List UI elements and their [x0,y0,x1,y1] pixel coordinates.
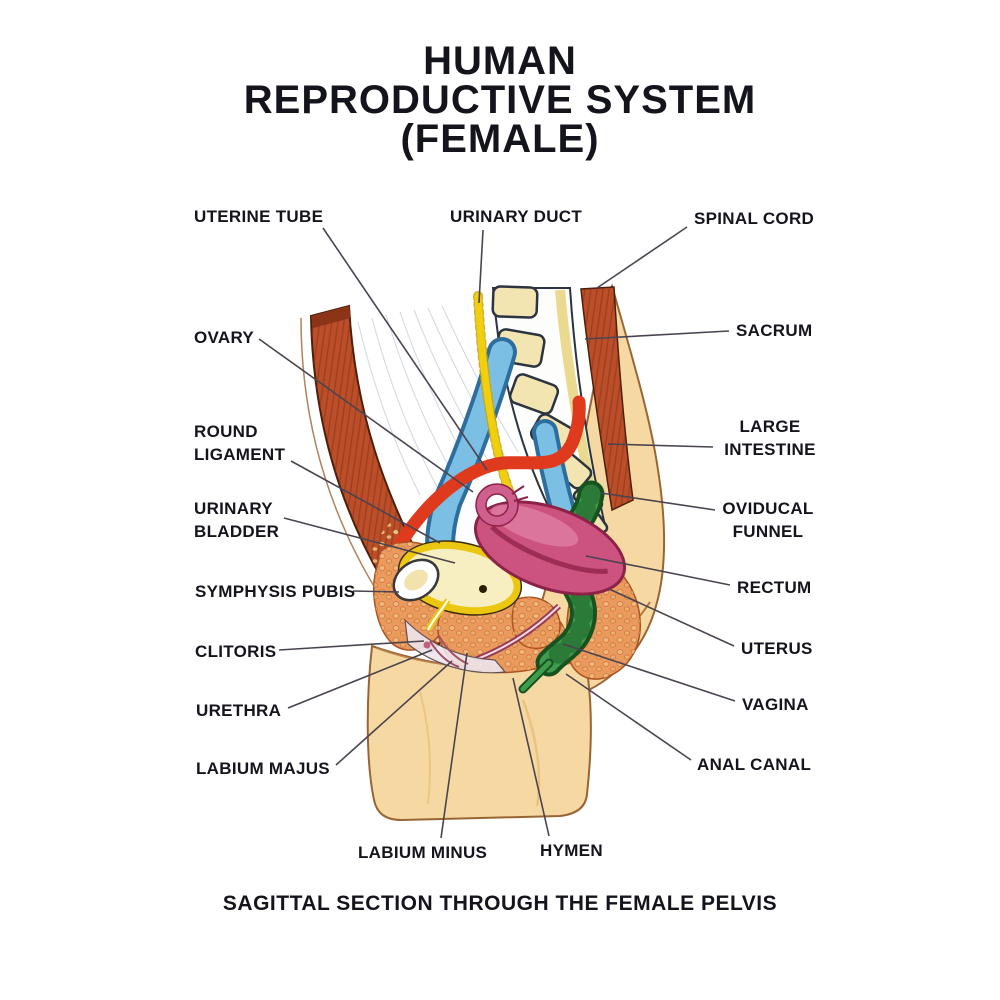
leader-uterus [608,588,735,647]
label-text: UTERUS [741,639,813,658]
leader-clitoris [278,640,425,651]
label-clitoris: CLITORIS [195,640,276,663]
label-large-intestine: LARGE INTESTINE [724,415,816,461]
thigh-shading [521,699,541,807]
label-spinal-cord: SPINAL CORD [694,207,814,230]
label-text: FUNNEL [732,522,804,541]
leader-hymen [512,677,550,837]
title-line-1: HUMAN [423,39,577,83]
label-round-ligament: ROUND LIGAMENT [194,420,285,466]
leader-lines [258,226,736,839]
label-text: CLITORIS [195,642,277,661]
leader-rectum [585,555,731,586]
caption: SAGITTAL SECTION THROUGH THE FEMALE PELV… [222,892,778,915]
label-text: LABIUM MINUS [358,843,488,862]
leader-sacrum [584,330,730,340]
spine [491,285,634,536]
label-rectum: RECTUM [737,576,812,599]
uterine-tube-loop [476,484,518,526]
label-text: SYMPHYSIS PUBIS [195,582,356,601]
label-urethra: URETHRA [196,699,281,722]
leader-oviducal-funnel [600,492,716,511]
leader-round-ligament [290,460,441,544]
label-labium-majus: LABIUM MAJUS [196,757,330,780]
clitoris-shape [423,641,431,649]
label-text: SACRUM [736,321,813,340]
fimbriae [511,485,529,502]
label-labium-minus: LABIUM MINUS [358,841,487,864]
label-text: UTERINE TUBE [194,207,324,226]
leader-labium-majus [335,660,453,766]
artery-arch [390,395,586,556]
title-line-2: REPRODUCTIVE SYSTEM [243,78,757,122]
leader-large-intestine [607,443,714,448]
vertebra [491,285,539,319]
label-text: URINARY [194,499,273,518]
leader-urinary-duct [478,229,484,304]
label-oviducal-funnel: OVIDUCAL FUNNEL [722,497,813,543]
label-text: HYMEN [540,841,603,860]
leader-ovary [258,338,474,493]
thigh-shading-2 [419,691,431,805]
label-uterine-tube: UTERINE TUBE [194,205,323,228]
leader-uterine-tube [322,227,488,471]
leader-urinary-bladder [283,517,456,564]
uterus-shape [473,483,627,596]
label-text: URETHRA [196,701,282,720]
label-text: VAGINA [742,695,809,714]
leader-vagina [562,643,736,702]
label-symphysis-pubis: SYMPHYSIS PUBIS [195,580,355,603]
vagina-vulva [404,603,562,674]
label-text: LIGAMENT [194,445,286,464]
label-text: ROUND [194,422,258,441]
label-text: BLADDER [194,522,280,541]
leader-symphysis-pubis [352,590,400,593]
label-ovary: OVARY [194,326,254,349]
perineum-wedge [404,618,507,674]
label-anal-canal: ANAL CANAL [697,753,811,776]
label-uterus: UTERUS [741,637,813,660]
label-sacrum: SACRUM [736,319,812,342]
label-urinary-bladder: URINARY BLADDER [194,497,279,543]
leader-urethra [287,649,433,709]
label-vagina: VAGINA [742,693,809,716]
leader-labium-minus [440,652,468,839]
title-line-3: (FEMALE) [400,117,600,161]
leader-spinal-cord [596,226,688,289]
label-hymen: HYMEN [540,839,603,862]
vertebra [508,373,560,415]
page-title: HUMAN REPRODUCTIVE SYSTEM (FEMALE) [0,39,1000,161]
label-text: OVIDUCAL [722,499,814,518]
label-text: LARGE [739,417,801,436]
label-text: ANAL CANAL [697,755,812,774]
label-text: RECTUM [737,578,812,597]
label-urinary-duct: URINARY DUCT [450,205,582,228]
label-text: LABIUM MAJUS [196,759,330,778]
label-text: INTESTINE [724,440,816,459]
label-text: OVARY [194,328,255,347]
label-text: SPINAL CORD [694,209,815,228]
label-text: URINARY DUCT [450,207,583,226]
symphysis-pubis-shape [392,558,440,602]
leader-anal-canal [565,673,692,761]
abdominal-wall-top-face [311,306,351,328]
